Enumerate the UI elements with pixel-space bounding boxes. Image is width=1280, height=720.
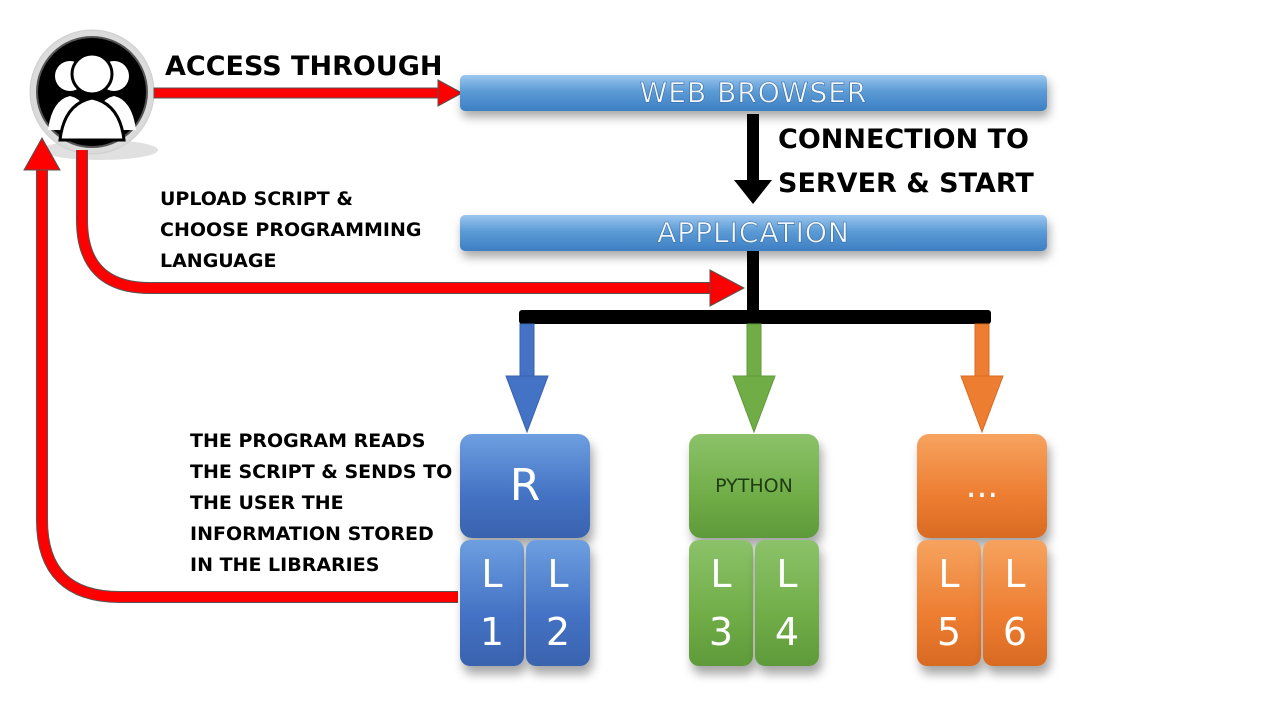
access-through-label: ACCESS THROUGH bbox=[165, 51, 443, 82]
program-reads-line: THE USER THE bbox=[190, 492, 344, 514]
program-reads-line: INFORMATION STORED bbox=[190, 523, 434, 545]
connection-label: CONNECTION TO SERVER & START bbox=[778, 118, 1034, 206]
r-language-box: R bbox=[460, 434, 590, 538]
library-letter: L bbox=[547, 552, 569, 596]
application-bar: APPLICATION bbox=[460, 215, 1047, 251]
access-arrow bbox=[153, 79, 464, 107]
program-reads-line: THE PROGRAM READS bbox=[190, 430, 426, 452]
library-letter: L bbox=[481, 552, 503, 596]
connection-label-line: CONNECTION TO bbox=[778, 124, 1030, 155]
upload-arrow bbox=[76, 150, 746, 307]
library-number: 6 bbox=[1002, 610, 1028, 654]
library-number: 2 bbox=[545, 610, 571, 654]
other-language-box: ... bbox=[917, 434, 1047, 538]
program-reads-label: THE PROGRAM READS THE SCRIPT & SENDS TO … bbox=[190, 426, 452, 581]
library-box-6: L 6 bbox=[983, 540, 1047, 666]
library-letter: L bbox=[1004, 552, 1026, 596]
upload-label-line: UPLOAD SCRIPT & bbox=[160, 188, 353, 210]
return-arrow bbox=[23, 136, 458, 603]
upload-label-line: CHOOSE PROGRAMMING bbox=[160, 219, 422, 241]
user-avatar-icon bbox=[29, 29, 158, 160]
library-box-2: L 2 bbox=[526, 540, 590, 666]
library-letter: L bbox=[710, 552, 732, 596]
library-box-4: L 4 bbox=[755, 540, 819, 666]
library-number: 1 bbox=[479, 610, 505, 654]
library-letter: L bbox=[776, 552, 798, 596]
program-reads-line: IN THE LIBRARIES bbox=[190, 554, 380, 576]
connection-arrow bbox=[734, 114, 772, 204]
library-number: 4 bbox=[774, 610, 800, 654]
upload-label-line: LANGUAGE bbox=[160, 250, 277, 272]
other-branch-arrow bbox=[960, 323, 1004, 434]
library-box-5: L 5 bbox=[917, 540, 981, 666]
python-branch-arrow bbox=[732, 323, 776, 434]
library-box-1: L 1 bbox=[460, 540, 524, 666]
web-browser-bar: WEB BROWSER bbox=[460, 75, 1047, 111]
library-letter: L bbox=[938, 552, 960, 596]
python-language-box: PYTHON bbox=[689, 434, 819, 538]
connection-label-line: SERVER & START bbox=[778, 168, 1034, 199]
upload-label: UPLOAD SCRIPT & CHOOSE PROGRAMMING LANGU… bbox=[160, 184, 421, 277]
r-branch-arrow bbox=[505, 323, 549, 434]
program-reads-line: THE SCRIPT & SENDS TO bbox=[190, 461, 453, 483]
library-box-3: L 3 bbox=[689, 540, 753, 666]
library-number: 3 bbox=[708, 610, 734, 654]
library-number: 5 bbox=[936, 610, 962, 654]
branch-connector bbox=[519, 250, 991, 324]
